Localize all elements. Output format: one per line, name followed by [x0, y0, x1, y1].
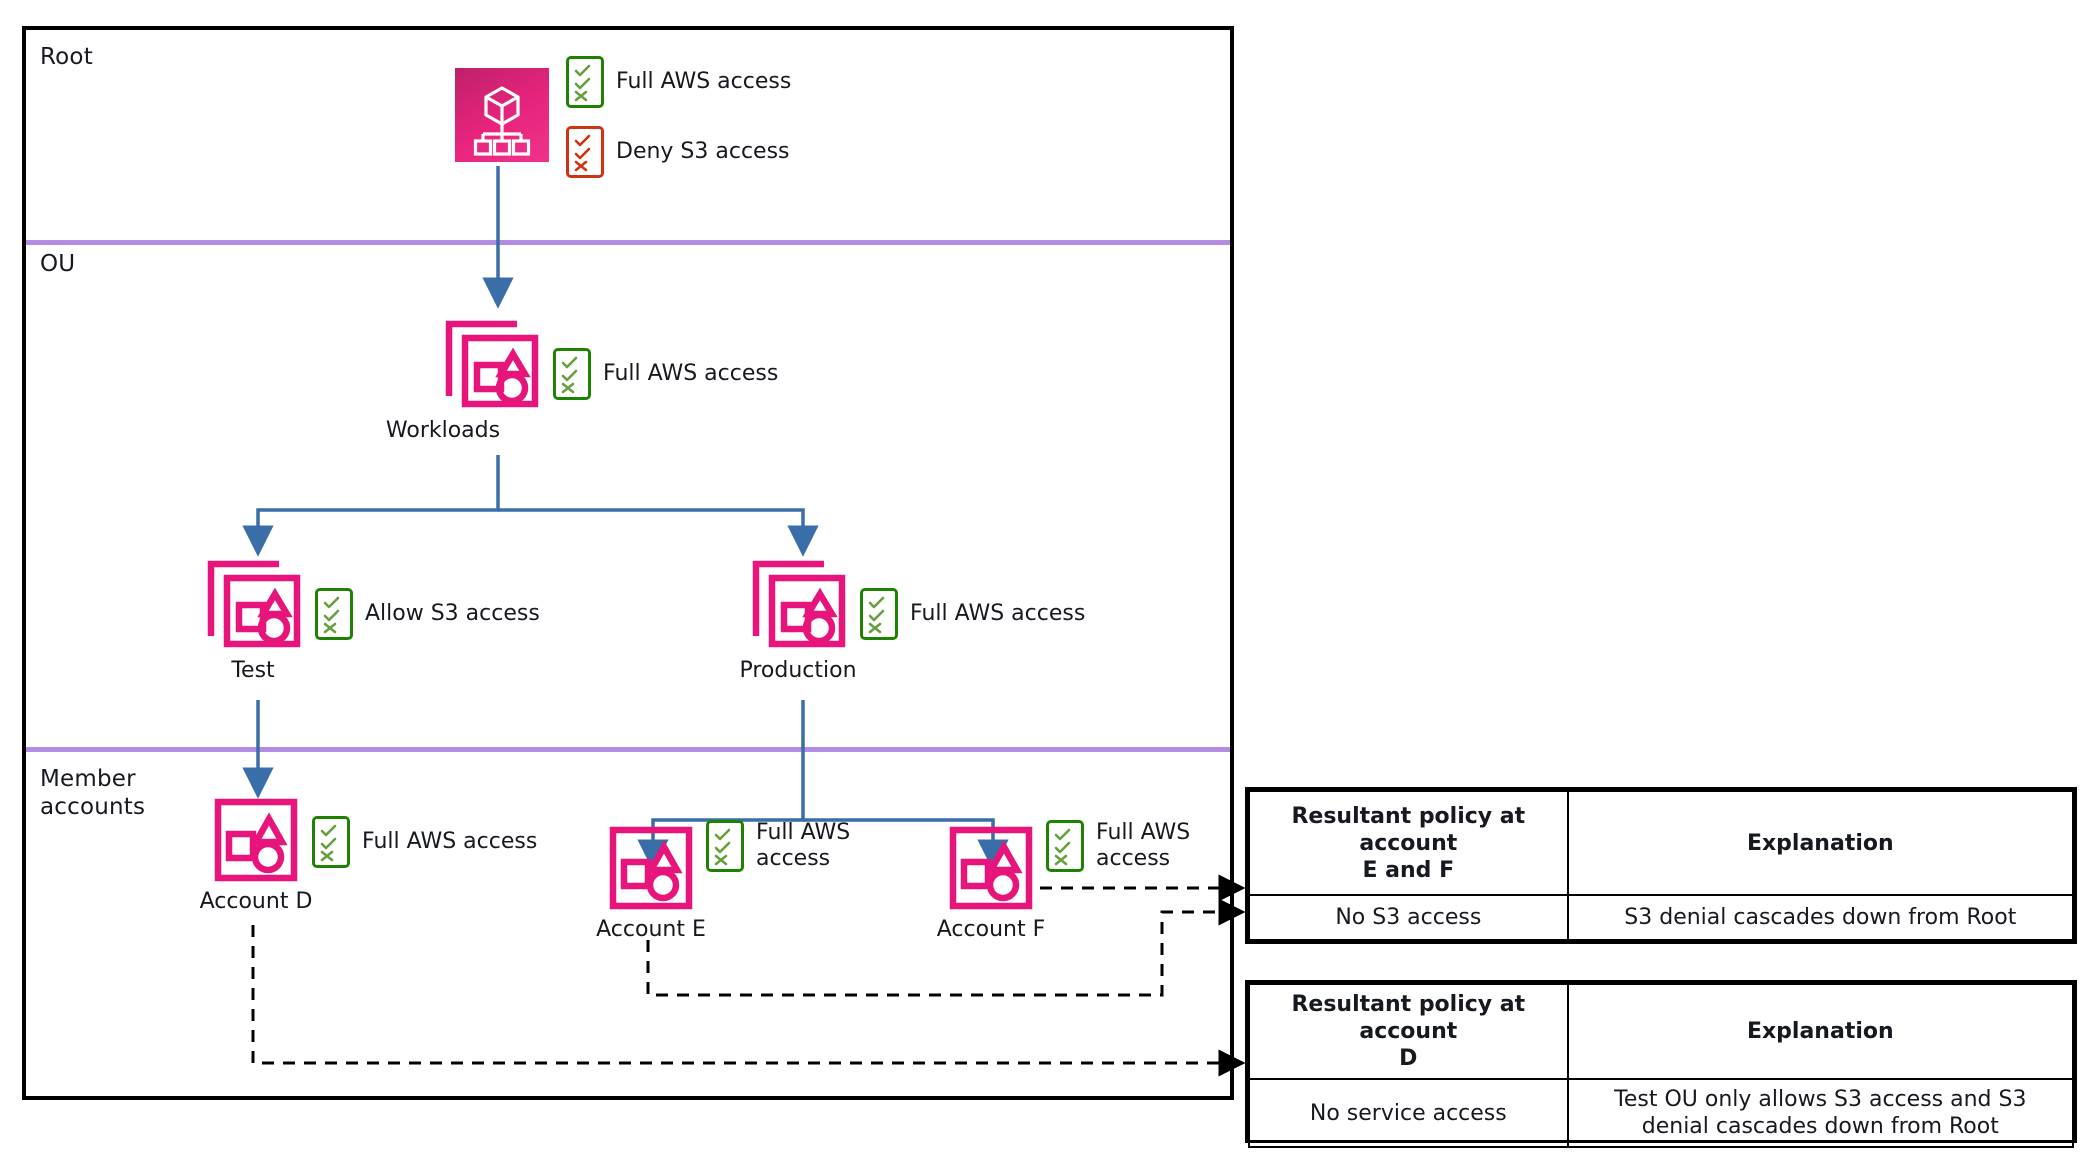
checklist-allow-icon	[553, 348, 591, 400]
organizational-unit-icon	[443, 318, 543, 414]
band-divider-ou-member	[26, 747, 1230, 752]
band-label-root: Root	[40, 44, 93, 70]
organizational-unit-icon	[750, 558, 850, 654]
checklist-allow-icon	[860, 588, 898, 640]
aws-account-icon	[948, 825, 1034, 915]
table-cell-explanation: Test OU only allows S3 access and S3 den…	[1566, 1078, 2075, 1148]
table-header-cell: Explanation	[1566, 789, 2075, 897]
policy-root-full-access[interactable]: Full AWS access	[566, 56, 791, 108]
table-row: No S3 access S3 denial cascades down fro…	[1248, 894, 2075, 941]
table-header-row: Resultant policy at account E and F Expl…	[1248, 789, 2075, 897]
table-resultant-policy-d: Resultant policy at account D Explanatio…	[1245, 980, 2077, 1148]
table-header-row: Resultant policy at account D Explanatio…	[1248, 983, 2075, 1080]
checklist-allow-icon	[566, 56, 604, 108]
policy-account-e-full-access[interactable]: Full AWS access	[706, 820, 850, 872]
account-label-d: Account D	[199, 889, 313, 914]
band-label-member-accounts: Member accounts	[40, 766, 146, 820]
table-cell-resultant-policy: No S3 access	[1248, 894, 1569, 941]
policy-label: Allow S3 access	[365, 601, 540, 626]
band-label-ou: OU	[40, 251, 76, 277]
table-resultant-policy-ef: Resultant policy at account E and F Expl…	[1245, 787, 2077, 944]
table-cell-explanation: S3 denial cascades down from Root	[1566, 894, 2075, 941]
policy-label: Full AWS access	[756, 820, 851, 871]
organizational-unit-icon	[205, 558, 305, 654]
policy-label: Deny S3 access	[616, 139, 790, 164]
checklist-allow-icon	[312, 816, 350, 868]
ou-label-test: Test	[231, 658, 275, 683]
ou-label-workloads: Workloads	[385, 418, 501, 443]
table-header-cell: Resultant policy at account E and F	[1248, 789, 1569, 897]
table-header-cell: Resultant policy at account D	[1248, 983, 1569, 1080]
checklist-allow-icon	[315, 588, 353, 640]
checklist-deny-icon	[566, 126, 604, 178]
table-row: No service access Test OU only allows S3…	[1248, 1078, 2075, 1148]
policy-account-f-full-access[interactable]: Full AWS access	[1046, 820, 1190, 872]
table-header-cell: Explanation	[1566, 983, 2075, 1080]
aws-organizations-icon	[455, 68, 549, 162]
policy-label: Full AWS access	[910, 601, 1086, 626]
account-label-e: Account E	[596, 917, 706, 942]
checklist-allow-icon	[706, 820, 744, 872]
policy-workloads-full-access[interactable]: Full AWS access	[553, 348, 778, 400]
table-cell-resultant-policy: No service access	[1248, 1078, 1569, 1148]
policy-label: Full AWS access	[362, 829, 538, 854]
aws-account-icon	[213, 797, 299, 887]
policy-test-allow-s3[interactable]: Allow S3 access	[315, 588, 540, 640]
policy-production-full-access[interactable]: Full AWS access	[860, 588, 1085, 640]
ou-label-production: Production	[739, 658, 857, 683]
policy-label: Full AWS access	[603, 361, 779, 386]
account-label-f: Account F	[936, 917, 1046, 942]
band-divider-root-ou	[26, 240, 1230, 245]
policy-root-deny-s3[interactable]: Deny S3 access	[566, 126, 790, 178]
policy-account-d-full-access[interactable]: Full AWS access	[312, 816, 537, 868]
aws-account-icon	[608, 825, 694, 915]
policy-label: Full AWS access	[1096, 820, 1191, 871]
checklist-allow-icon	[1046, 820, 1084, 872]
policy-label: Full AWS access	[616, 69, 792, 94]
